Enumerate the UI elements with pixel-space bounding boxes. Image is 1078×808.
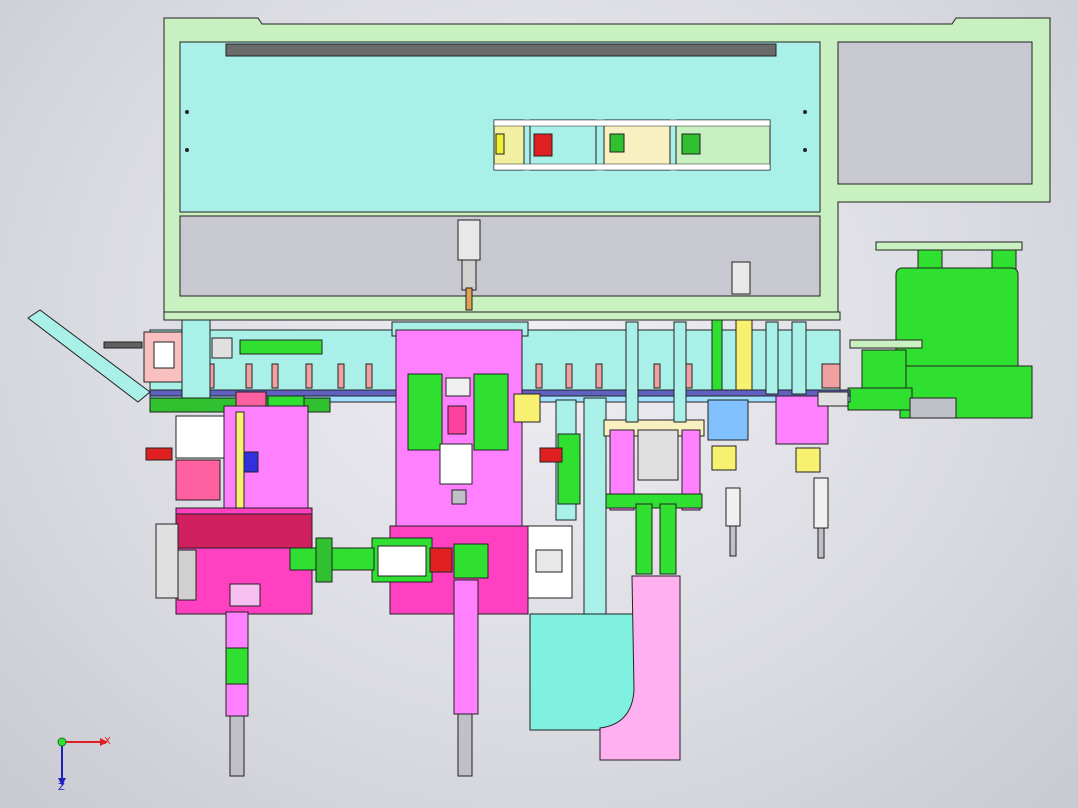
vibratory-feeder [847,241,1033,419]
z-axis-label: Z [58,782,65,793]
spindle-coupling [457,219,751,311]
plc-modules [493,119,771,171]
left-station [145,319,331,777]
right-center-station [529,321,705,761]
center-station [289,321,573,777]
coordinate-triad: X Z [57,736,111,793]
inclined-chute [27,309,151,403]
right-station [707,319,849,559]
x-axis-label: X [104,736,111,747]
